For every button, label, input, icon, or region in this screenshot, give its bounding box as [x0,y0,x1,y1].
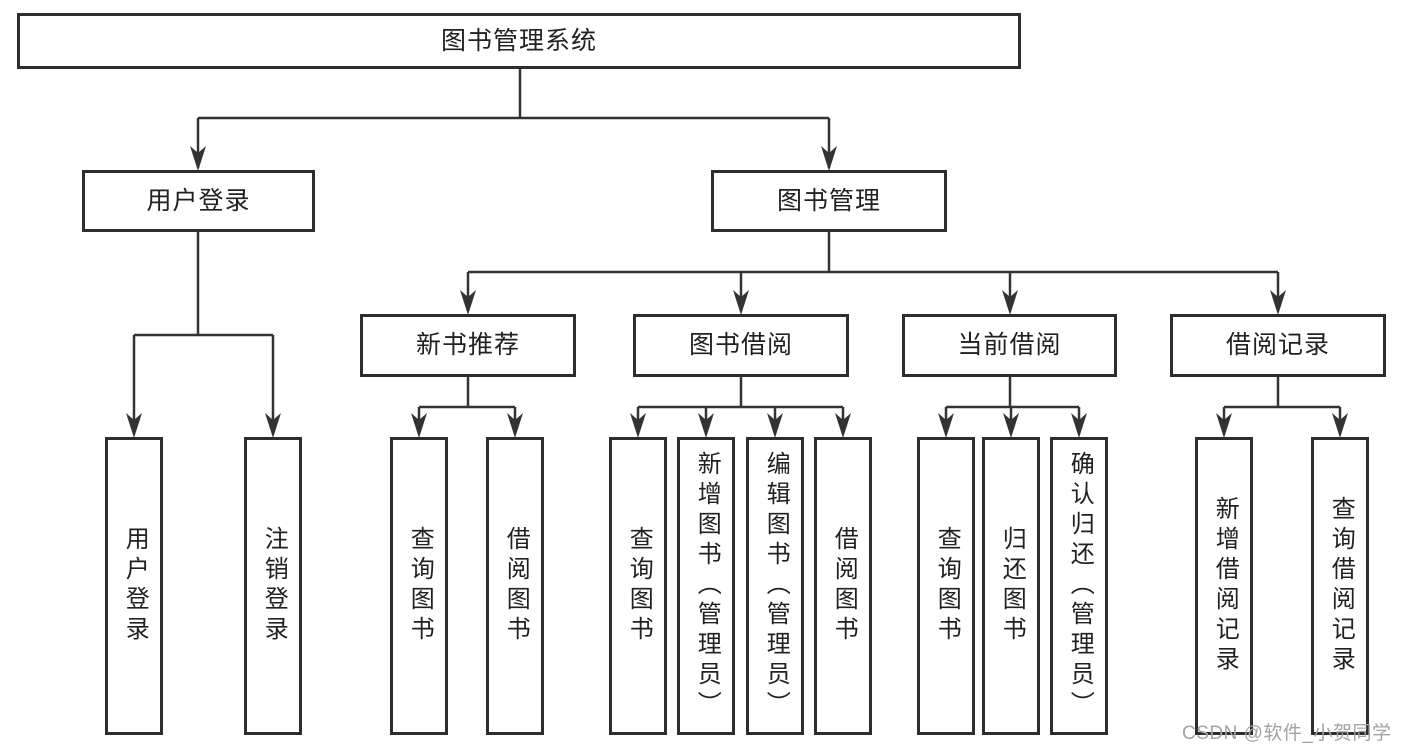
csdn-watermark: CSDN @软件_小贺同学 [1182,723,1392,744]
leaf-borrowing-edit-books-admin: 编辑图书（管理员） [746,437,804,735]
leaf-current-query-books: 查询图书 [917,437,975,735]
leaf-label: 用户登录 [121,526,149,646]
leaf-label: 查询借阅记录 [1327,496,1355,676]
leaf-label: 注销登录 [260,526,288,646]
node-label: 图书管理 [776,186,881,215]
node-label: 新书推荐 [415,331,520,359]
node-book-borrowing: 图书借阅 [633,314,849,377]
leaf-current-return-books: 归还图书 [982,437,1040,735]
connector-path [132,69,1342,434]
leaf-label: 归还图书 [998,526,1026,646]
leaf-label: 新增借阅记录 [1211,496,1239,676]
leaf-recommend-query-books: 查询图书 [390,437,448,735]
leaf-records-query-record: 查询借阅记录 [1311,437,1369,735]
leaf-label: 借阅图书 [830,526,858,646]
leaf-label: 借阅图书 [502,526,530,646]
node-book-management: 图书管理 [711,170,947,232]
node-current-borrowing: 当前借阅 [902,314,1117,377]
node-label: 图书借阅 [688,331,793,359]
node-label: 用户登录 [146,186,251,215]
leaf-label: 查询图书 [625,526,653,646]
leaf-label: 新增图书（管理员） [693,451,721,721]
leaf-label: 查询图书 [933,526,961,646]
node-new-book-recommend: 新书推荐 [360,314,576,377]
node-label: 图书管理系统 [440,26,597,55]
leaf-current-confirm-return-admin: 确认归还（管理员） [1050,437,1108,735]
leaf-logout-login: 注销登录 [244,437,302,735]
leaf-user-login: 用户登录 [105,437,163,735]
node-library-management-system: 图书管理系统 [17,13,1021,69]
leaf-records-add-record: 新增借阅记录 [1195,437,1253,735]
leaf-label: 编辑图书（管理员） [762,451,790,721]
leaf-borrowing-query-books: 查询图书 [609,437,667,735]
leaf-label: 确认归还（管理员） [1066,451,1094,721]
leaf-borrowing-borrow-books: 借阅图书 [814,437,872,735]
leaf-recommend-borrow-books: 借阅图书 [486,437,544,735]
leaf-borrowing-add-books-admin: 新增图书（管理员） [677,437,735,735]
node-user-login: 用户登录 [82,170,315,232]
node-borrowing-records: 借阅记录 [1170,314,1386,377]
leaf-label: 查询图书 [406,526,434,646]
node-label: 当前借阅 [957,331,1062,359]
node-label: 借阅记录 [1225,331,1330,359]
